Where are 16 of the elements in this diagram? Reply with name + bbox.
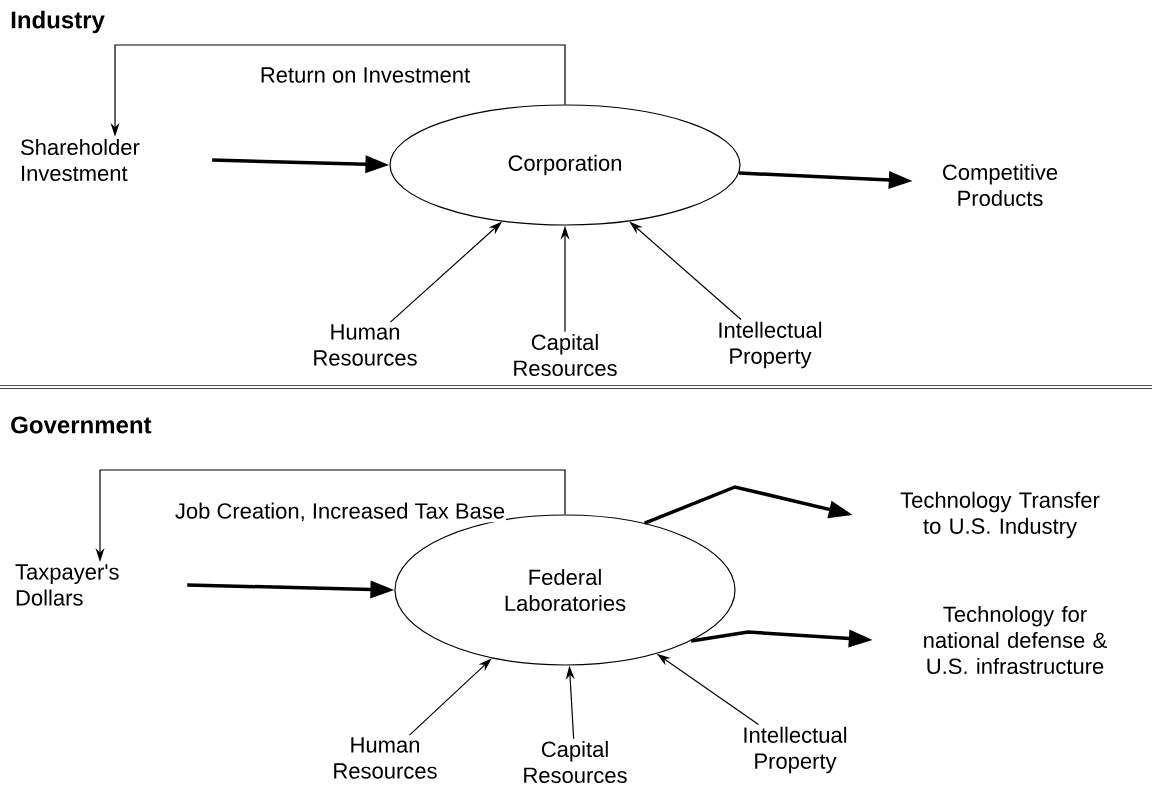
node-text: Competitive Products xyxy=(943,163,1058,207)
node-text: Shareholder Investment xyxy=(21,138,140,182)
node-text: Taxpayer's Dollars xyxy=(15,564,119,606)
edge-label: Return on Investment xyxy=(258,66,472,84)
node-text: Human Resources xyxy=(334,737,437,779)
node-text: Capital Resources xyxy=(524,740,627,784)
ellipse-node: Corporation xyxy=(389,104,741,226)
edge-label: Job Creation, Increased Tax Base xyxy=(173,501,507,523)
node-text: Capital Resources xyxy=(514,333,617,377)
section-heading: Government xyxy=(11,416,152,434)
node-text: Human Resources xyxy=(314,324,417,366)
node-text: Intellectual Property xyxy=(744,726,847,774)
node-text: Intellectual Property xyxy=(719,321,822,369)
section-heading: Industry xyxy=(11,10,105,34)
node-text: Technology Transfer to U.S. Industry xyxy=(900,491,1100,539)
node-text: Technology for national defense & U.S. infrastructure xyxy=(924,605,1107,675)
